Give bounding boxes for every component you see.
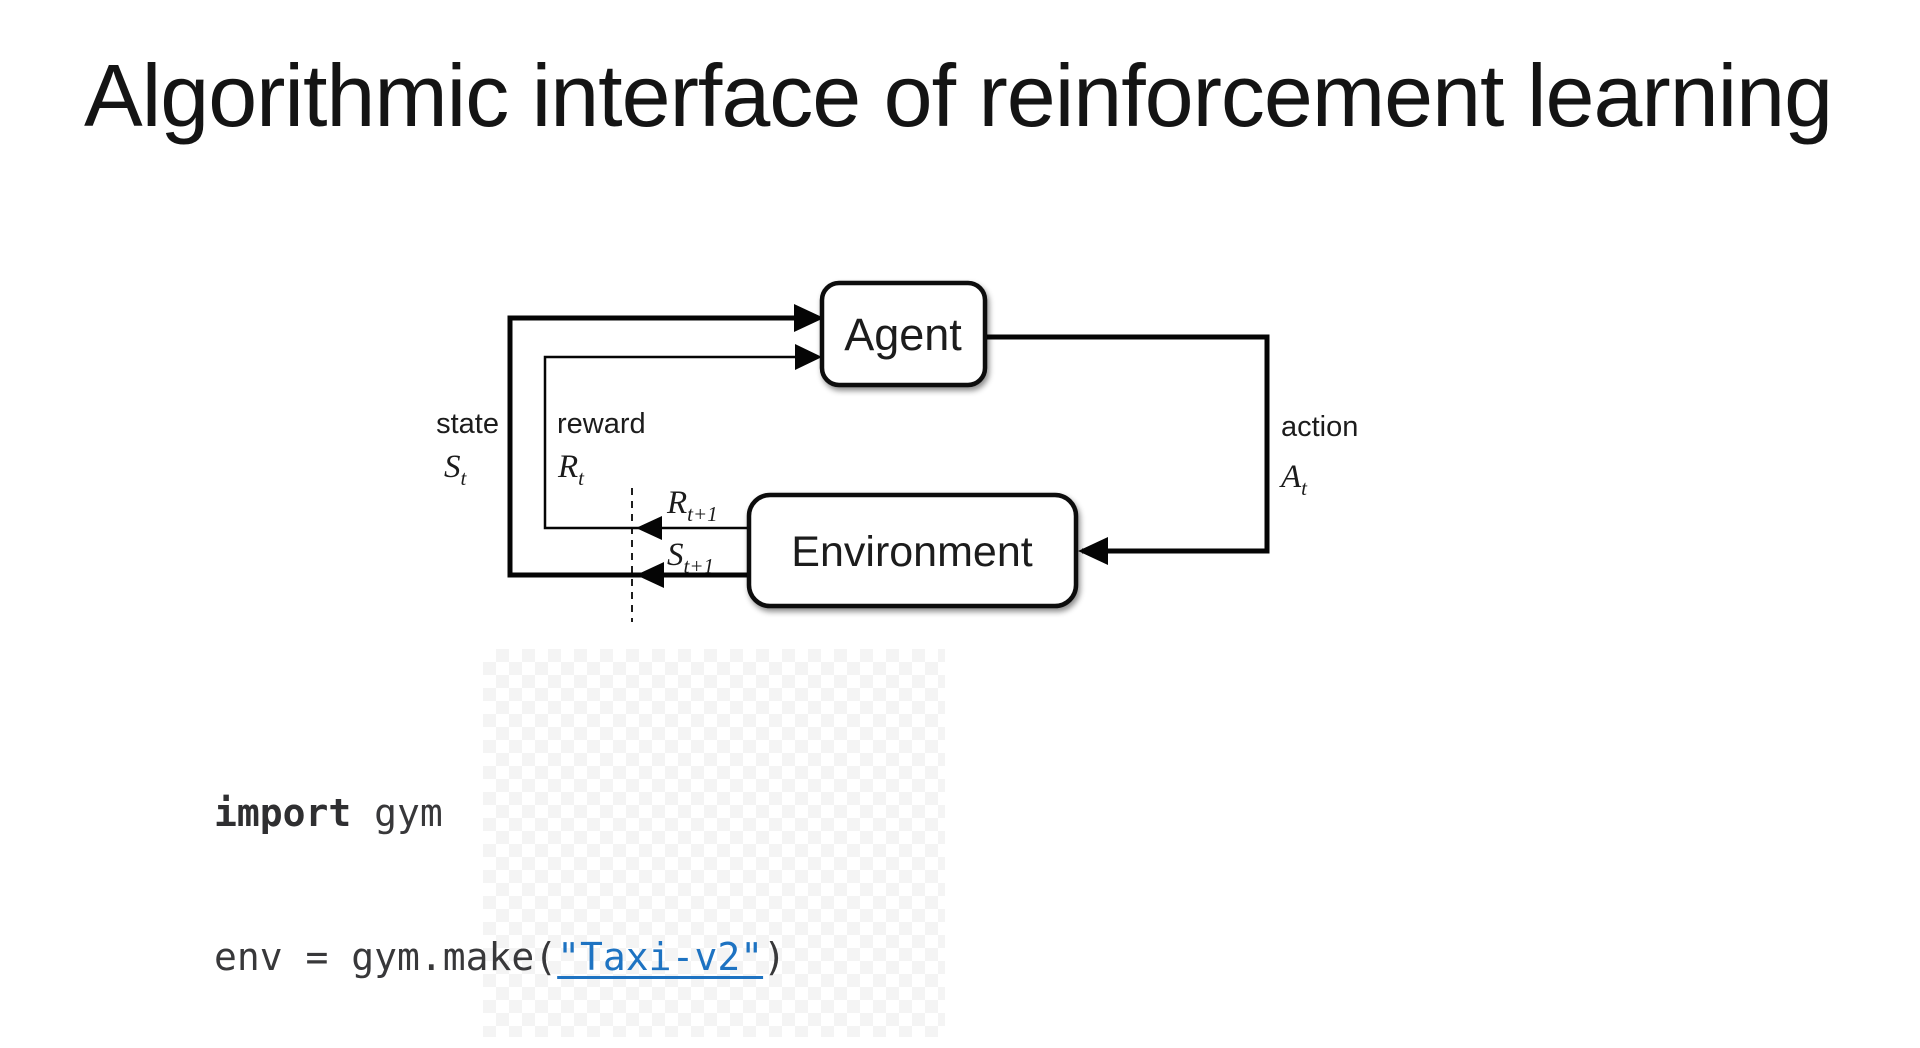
code-text: env = gym.make(	[214, 935, 558, 979]
code-block: import gym env = gym.make("Taxi-v2") obs…	[214, 693, 1449, 1048]
next-reward-symbol: Rt+1	[666, 485, 718, 526]
action-symbol: At	[1279, 459, 1308, 500]
code-text: gym	[351, 791, 443, 835]
code-line-2: env = gym.make("Taxi-v2")	[214, 933, 1449, 981]
reward-arrowhead-into-agent	[795, 344, 822, 370]
taxi-v2-link[interactable]: "Taxi-v2"	[557, 935, 764, 979]
agent-box	[819, 280, 988, 388]
reward-symbol: Rt	[557, 449, 585, 490]
next-reward-arrowhead	[636, 516, 662, 540]
state-label: state	[436, 408, 499, 440]
transparency-checkerboard	[483, 649, 945, 1037]
state-arrow-line	[507, 315, 800, 578]
action-label: action	[1281, 411, 1358, 443]
environment-label: Environment	[791, 528, 1032, 576]
code-line-1: import gym	[214, 789, 1449, 837]
action-arrow-line	[985, 334, 1270, 554]
environment-box	[746, 492, 1079, 609]
agent-label: Agent	[844, 309, 962, 360]
reward-label: reward	[557, 408, 646, 440]
slide-title: Algorithmic interface of reinforcement l…	[84, 46, 1833, 145]
action-arrowhead-into-environment	[1078, 537, 1108, 565]
next-state-arrowhead	[636, 562, 664, 588]
state-symbol: St	[444, 449, 468, 490]
state-arrowhead-into-agent	[794, 304, 824, 332]
keyword-import: import	[214, 791, 352, 835]
code-text: )	[763, 935, 786, 979]
next-state-symbol: St+1	[667, 537, 714, 578]
